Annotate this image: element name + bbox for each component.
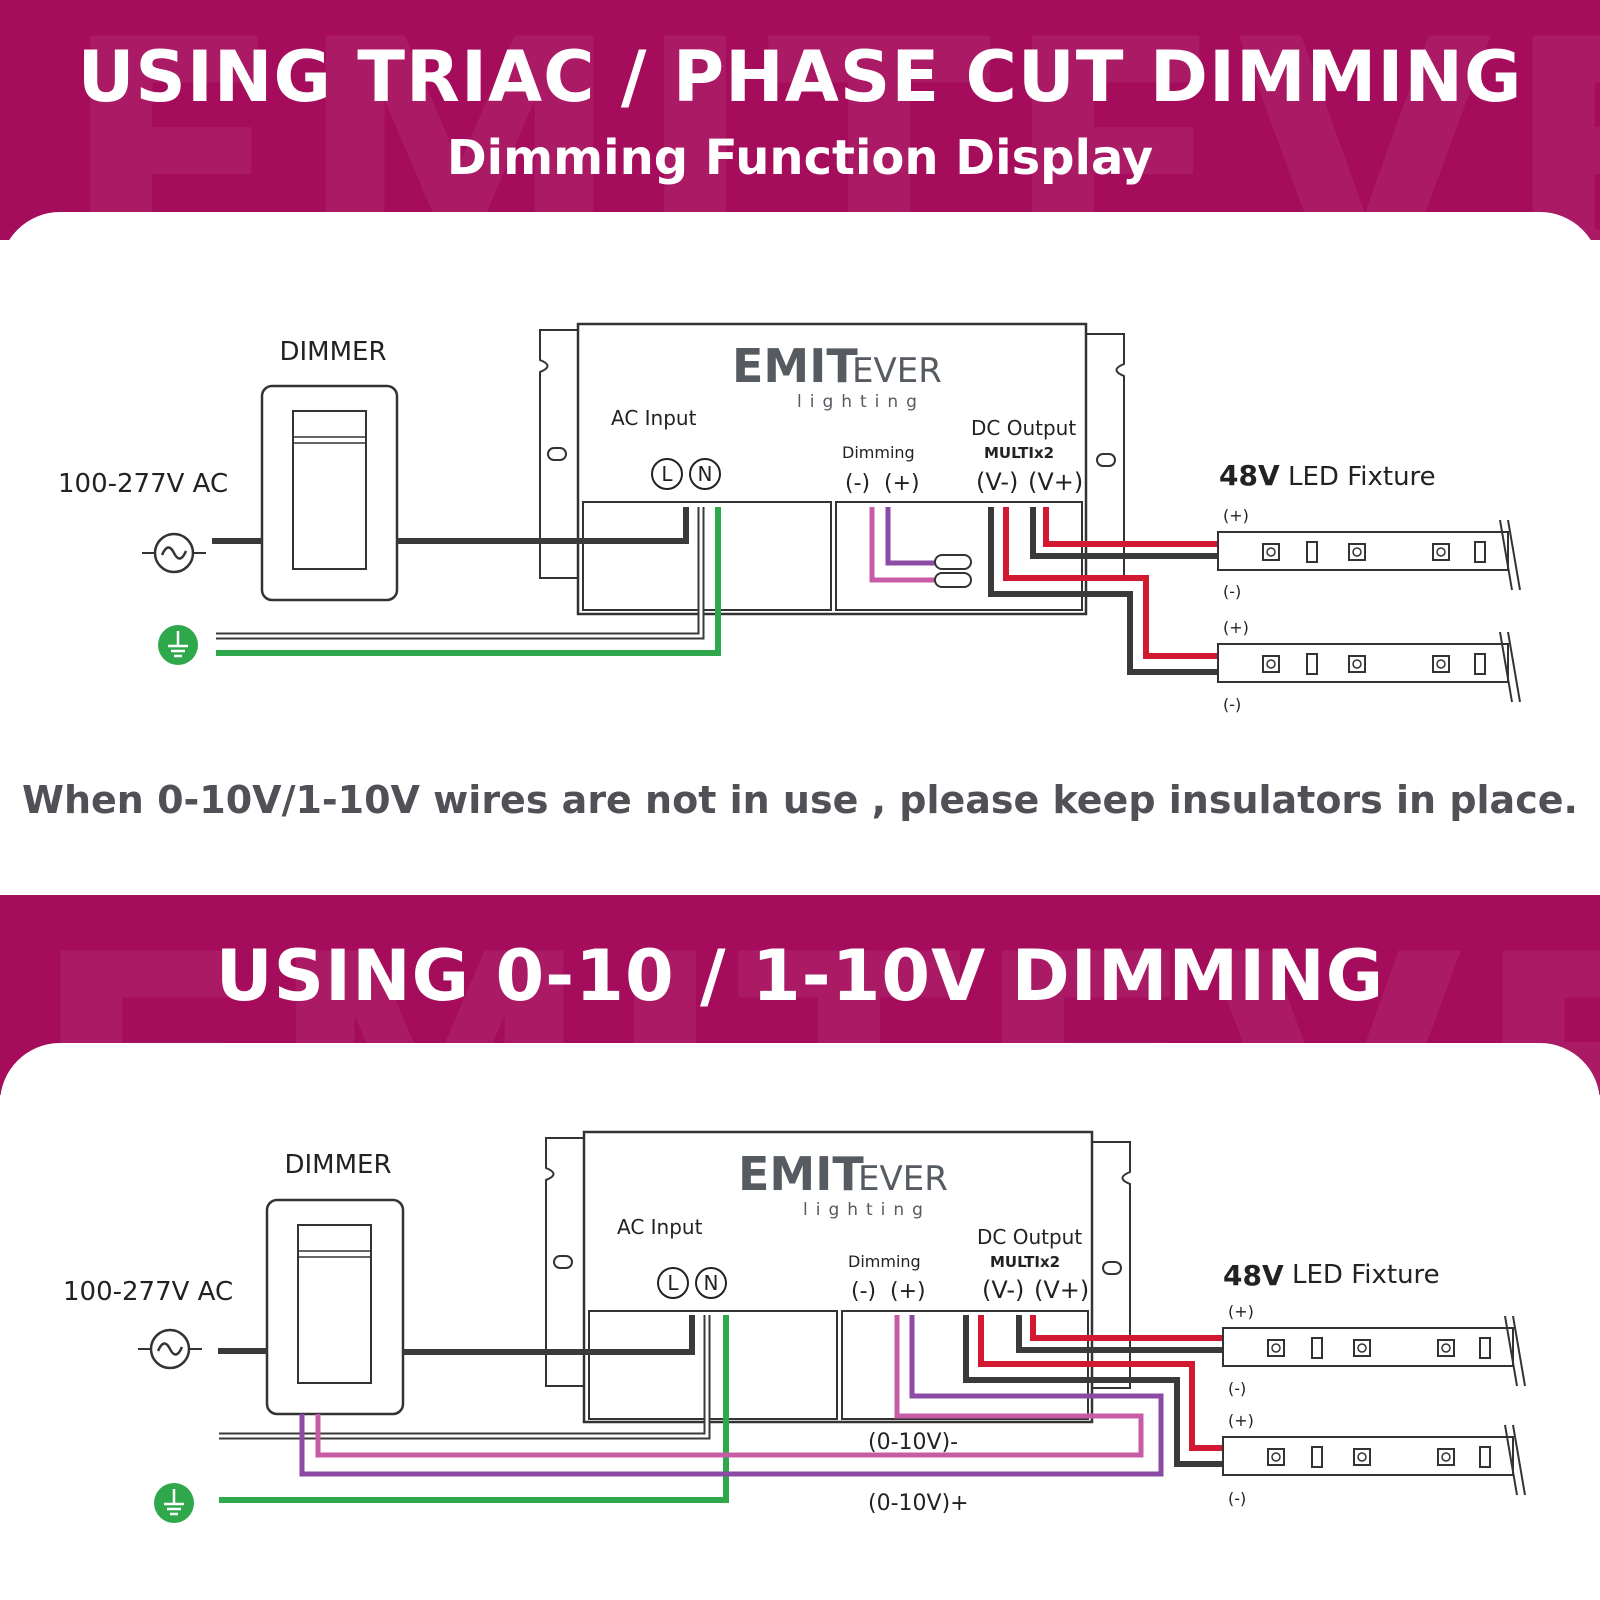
vminus-wire-fixture1 — [1016, 1315, 1237, 1353]
v-plus-label: (V+) — [1028, 468, 1083, 496]
dim-plus-wire-capped — [885, 507, 935, 566]
fixture-voltage-label: 48V — [1223, 1259, 1284, 1292]
v-plus-label: (V+) — [1034, 1276, 1089, 1304]
dimmed-line-wire — [403, 1315, 695, 1355]
brand-logo-ever: EVER — [852, 351, 942, 391]
dc-output-label: DC Output — [977, 1225, 1082, 1249]
brand-logo-ever: EVER — [858, 1159, 948, 1199]
fixture1-plus-label: (+) — [1228, 1302, 1254, 1321]
fixture2-plus-label: (+) — [1228, 1411, 1254, 1430]
mounting-hole — [553, 1255, 573, 1269]
dimmer-label: DIMMER — [284, 1150, 391, 1180]
terminal-l — [651, 458, 683, 490]
dimmer-label: DIMMER — [279, 337, 386, 367]
dimmed-line-wire — [397, 507, 689, 544]
multi-label: MULTIx2 — [984, 444, 1054, 462]
dimmer-paddle — [292, 410, 367, 570]
fixture2-minus-label: (-) — [1223, 695, 1241, 714]
fixture2-minus-label: (-) — [1228, 1489, 1246, 1508]
wire-insulator-cap — [934, 572, 972, 588]
terminal-n — [695, 1267, 727, 1299]
multi-label: MULTIx2 — [990, 1253, 1060, 1271]
dim-minus-wire-capped — [869, 507, 935, 583]
fixture1-minus-label: (-) — [1228, 1379, 1246, 1398]
fixture2-plus-label: (+) — [1223, 618, 1249, 637]
terminal-l-label: L — [667, 1271, 679, 1295]
mounting-hole — [1096, 453, 1116, 467]
dimming-label: Dimming — [848, 1252, 921, 1271]
terminal-l-label: L — [661, 462, 673, 486]
dc-output-label: DC Output — [971, 416, 1076, 440]
ac-source-label: 100-277V AC — [58, 469, 228, 499]
ac-terminal-block — [588, 1310, 838, 1420]
v-minus-label: (V-) — [976, 468, 1018, 496]
terminal-l — [657, 1267, 689, 1299]
dim-plus-label: (+) — [890, 1279, 926, 1304]
fixture-voltage-label: 48V — [1219, 459, 1280, 492]
dim-plus-signal-wire — [299, 1315, 1164, 1477]
led-strip-1 — [1217, 519, 1521, 591]
brand-logo-lighting: lighting — [797, 392, 925, 412]
wiring-diagram-010v: EMIT EVER lighting AC Input L N Dimming … — [63, 1130, 1526, 1523]
v-minus-label: (V-) — [982, 1276, 1024, 1304]
section-subtitle: Dimming Function Display — [446, 130, 1154, 186]
dimming-label: Dimming — [842, 443, 915, 462]
dim-wire-plus-label: (0-10V)+ — [868, 1491, 969, 1516]
dim-minus-label: (-) — [845, 471, 870, 496]
dim-wire-minus-label: (0-10V)- — [868, 1430, 958, 1455]
terminal-n-label: N — [698, 462, 713, 486]
fixture-label: LED Fixture — [1292, 1260, 1440, 1290]
ac-source-label: 100-277V AC — [63, 1277, 233, 1307]
brand-logo-emit: EMIT — [732, 339, 858, 393]
led-strip-2 — [1222, 1424, 1526, 1496]
brand-logo-lighting: lighting — [803, 1200, 931, 1220]
vminus-wire-fixture1 — [1030, 507, 1233, 559]
vplus-wire-fixture1 — [1030, 1315, 1237, 1341]
section-title-010v: USING 0-10 / 1-10V DIMMING — [215, 935, 1385, 1017]
ac-terminal-block — [582, 501, 832, 611]
insulator-note: When 0-10V/1-10V wires are not in use , … — [22, 778, 1578, 822]
ac-input-label: AC Input — [611, 406, 697, 430]
led-strip-1 — [1222, 1315, 1526, 1387]
ground-wire — [216, 507, 721, 656]
wiring-diagram-triac: EMIT EVER lighting AC Input L N Dimming … — [58, 322, 1521, 714]
ac-input-label: AC Input — [617, 1215, 703, 1239]
vminus-wire-fixture2 — [963, 1315, 1237, 1467]
mounting-hole — [547, 447, 567, 461]
vplus-wire-fixture1 — [1043, 507, 1233, 547]
dimmer-paddle — [297, 1224, 372, 1384]
fixture-label: LED Fixture — [1288, 462, 1436, 492]
led-strip-2 — [1217, 631, 1521, 703]
section-title-triac: USING TRIAC / PHASE CUT DIMMING — [77, 36, 1523, 118]
fixture1-minus-label: (-) — [1223, 582, 1241, 601]
dim-minus-signal-wire — [315, 1315, 1144, 1458]
terminal-n-label: N — [704, 1271, 719, 1295]
vplus-wire-fixture2 — [1003, 507, 1233, 659]
terminal-n — [689, 458, 721, 490]
dim-minus-label: (-) — [851, 1279, 876, 1304]
dim-plus-label: (+) — [884, 471, 920, 496]
wire-insulator-cap — [934, 554, 972, 570]
vplus-wire-fixture2 — [978, 1315, 1237, 1451]
fixture1-plus-label: (+) — [1223, 506, 1249, 525]
brand-logo-emit: EMIT — [738, 1147, 864, 1201]
mounting-hole — [1102, 1261, 1122, 1275]
vminus-wire-fixture2 — [988, 507, 1233, 675]
ground-wire — [219, 1315, 729, 1503]
